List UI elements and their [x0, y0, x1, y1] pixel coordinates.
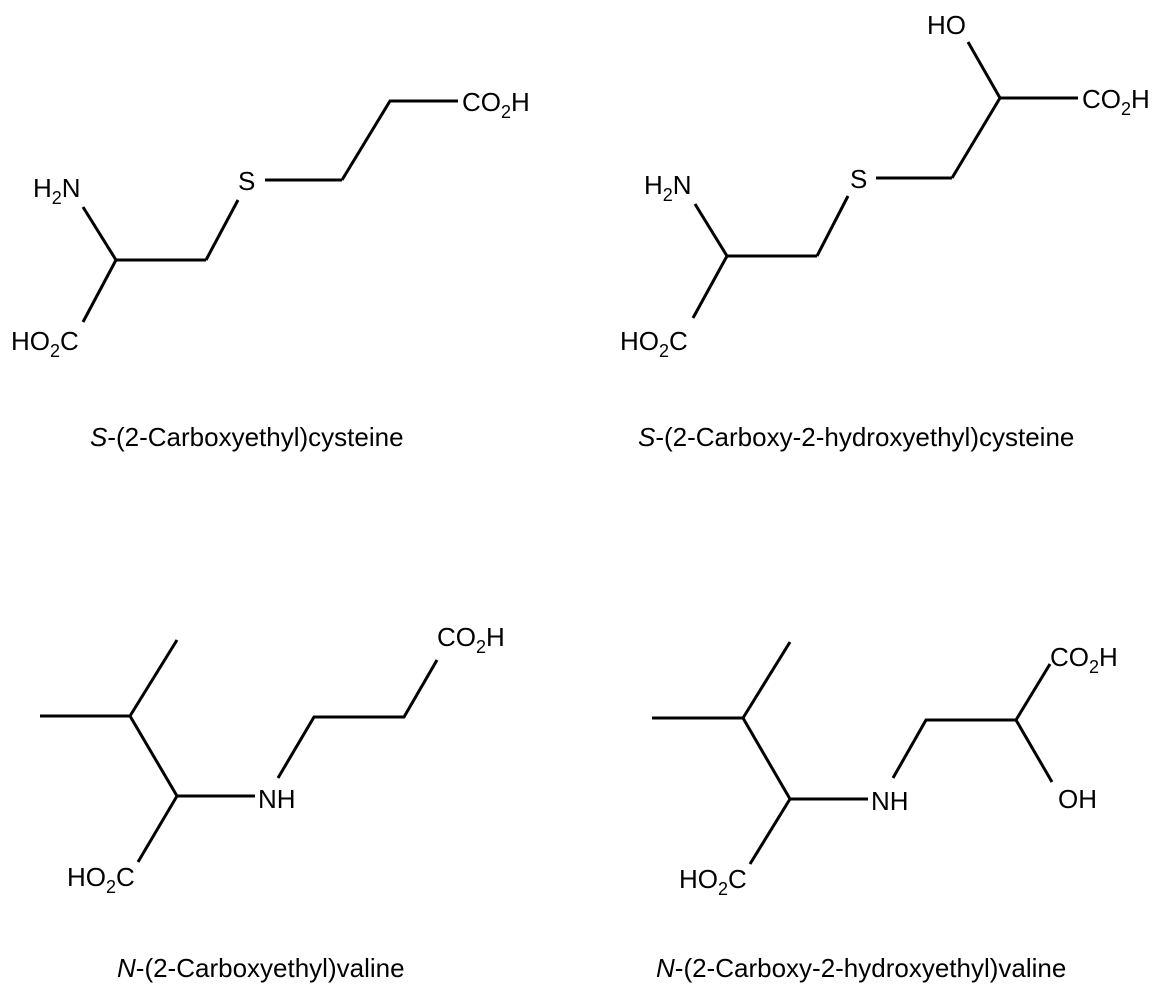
molecule-caption: N-(2-Carboxy-2-hydroxyethyl)valine	[656, 953, 1066, 983]
bond	[81, 259, 118, 323]
carboxyl-label: HO2C	[679, 864, 747, 899]
carboxyl-label: CO2H	[437, 622, 505, 657]
amine-label: H2N	[33, 173, 81, 208]
imine-label: NH	[871, 786, 909, 816]
sulfur-label: S	[238, 166, 255, 196]
bond	[276, 659, 439, 779]
bond	[691, 255, 729, 319]
bond	[950, 97, 1002, 179]
bond	[741, 641, 792, 719]
carboxyl-label: CO2H	[1050, 642, 1118, 677]
molecule-s-carboxyethyl-cysteine: H2N HO2C S CO2H S-(2-Carboxyethyl)cystei…	[11, 87, 530, 452]
bond	[966, 41, 1002, 99]
bond	[128, 639, 179, 717]
bond	[1014, 663, 1052, 721]
molecule-caption: N-(2-Carboxyethyl)valine	[117, 953, 405, 983]
molecule-n-carboxy-hydroxyethyl-valine: NH HO2C CO2H OH N-(2-Carboxy-2-hydroxyet…	[652, 641, 1118, 983]
molecule-caption: S-(2-Carboxyethyl)cysteine	[90, 422, 404, 452]
molecule-caption: S-(2-Carboxy-2-hydroxyethyl)cysteine	[638, 422, 1074, 452]
bond	[1014, 719, 1054, 783]
imine-label: NH	[258, 784, 296, 814]
hydroxyl-label: OH	[1058, 784, 1097, 814]
molecule-n-carboxyethyl-valine: NH HO2C CO2H N-(2-Carboxyethyl)valine	[40, 622, 505, 983]
hydroxyl-label: HO	[927, 10, 966, 40]
carboxyl-label: HO2C	[620, 326, 688, 361]
bond	[693, 203, 729, 257]
bond	[741, 717, 792, 800]
bond	[128, 715, 179, 797]
carboxyl-label: HO2C	[67, 862, 135, 897]
bond	[204, 199, 240, 261]
bond	[748, 798, 792, 865]
bond	[891, 718, 1016, 779]
molecule-s-carboxy-hydroxyethyl-cysteine: H2N HO2C S HO CO2H S-(2-Carboxy-2-hydrox…	[620, 10, 1150, 452]
carboxyl-label: CO2H	[462, 87, 530, 122]
amine-label: H2N	[644, 170, 692, 205]
bond	[136, 795, 179, 863]
bond	[815, 195, 850, 257]
sulfur-label: S	[850, 164, 867, 194]
carboxyl-label: CO2H	[1082, 84, 1150, 119]
carboxyl-label: HO2C	[11, 326, 79, 361]
bond	[81, 206, 118, 261]
bond	[340, 99, 458, 181]
